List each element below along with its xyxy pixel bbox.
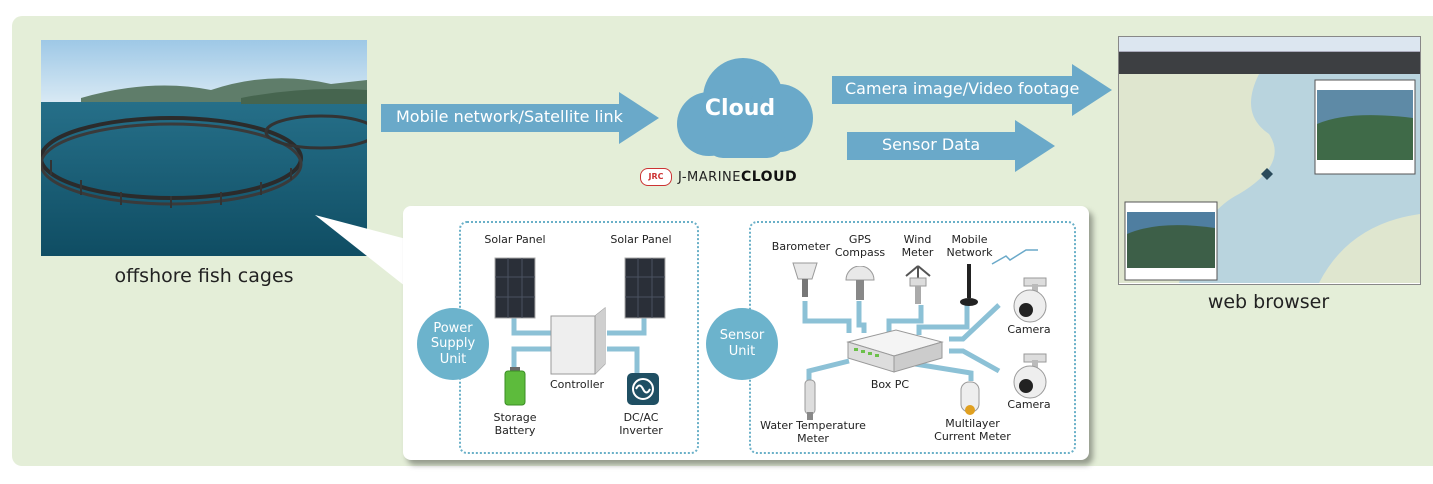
fish-cage-photo xyxy=(41,40,367,256)
camera-1-label: Camera xyxy=(1007,323,1051,336)
solar-panel-left-label: Solar Panel xyxy=(484,233,546,246)
inverter-label: DC/AC Inverter xyxy=(619,411,663,437)
solar-panel-left-icon xyxy=(494,257,536,319)
sensor-cables xyxy=(802,301,1001,381)
cloud-label: Cloud xyxy=(704,96,776,121)
barometer-icon xyxy=(792,262,818,297)
storage-battery-label: Storage Battery xyxy=(493,411,537,437)
solar-panel-right-label: Solar Panel xyxy=(610,233,672,246)
mobile-antenna-icon xyxy=(960,264,978,306)
inverter-icon xyxy=(627,373,659,405)
fish-cage-caption: offshore fish cages xyxy=(114,265,294,287)
gps-compass-label: GPS Compass xyxy=(834,233,886,259)
callout-pointer xyxy=(315,215,410,290)
arrow-link-label: Mobile network/Satellite link xyxy=(396,107,623,126)
wind-meter-label: Wind Meter xyxy=(901,233,934,259)
jrc-logo: JRC xyxy=(640,168,672,186)
power-cables xyxy=(511,317,647,373)
camera-1-icon xyxy=(1013,277,1047,323)
current-meter-icon xyxy=(960,381,980,415)
camera-2-label: Camera xyxy=(1007,398,1051,411)
water-temperature-label: Water Temperature Meter xyxy=(760,419,866,445)
wind-meter-icon xyxy=(905,265,931,304)
signal-icon xyxy=(991,249,1038,265)
current-meter-label: Multilayer Current Meter xyxy=(934,417,1011,443)
box-pc-label: Box PC xyxy=(870,378,910,391)
jmarine-cloud-logo: JRC J-MARINE CLOUD xyxy=(640,168,845,186)
web-browser-screenshot xyxy=(1118,36,1421,285)
arrow-sensor-label: Sensor Data xyxy=(882,135,981,154)
controller-icon xyxy=(550,306,606,375)
box-pc-icon xyxy=(846,329,944,373)
power-supply-unit-circle: Power Supply Unit xyxy=(417,308,489,380)
browser-titlebar xyxy=(1119,37,1420,52)
battery-icon xyxy=(504,367,526,406)
browser-map xyxy=(1119,74,1420,283)
cloud-icon xyxy=(677,58,813,158)
sensor-unit-circle: Sensor Unit xyxy=(706,308,778,380)
arrow-link xyxy=(381,92,659,144)
browser-app-toolbar xyxy=(1119,52,1420,74)
camera-2-icon xyxy=(1013,353,1047,399)
controller-label: Controller xyxy=(549,378,605,391)
gps-compass-icon xyxy=(845,266,875,300)
arrow-camera-label: Camera image/Video footage xyxy=(845,79,1080,98)
barometer-label: Barometer xyxy=(771,240,831,253)
solar-panel-right-icon xyxy=(624,257,666,319)
mobile-network-label: Mobile Network xyxy=(946,233,993,259)
browser-caption: web browser xyxy=(1207,291,1330,313)
arrow-sensor xyxy=(847,120,1055,172)
water-temperature-icon xyxy=(804,379,816,420)
arrow-camera xyxy=(832,64,1112,116)
